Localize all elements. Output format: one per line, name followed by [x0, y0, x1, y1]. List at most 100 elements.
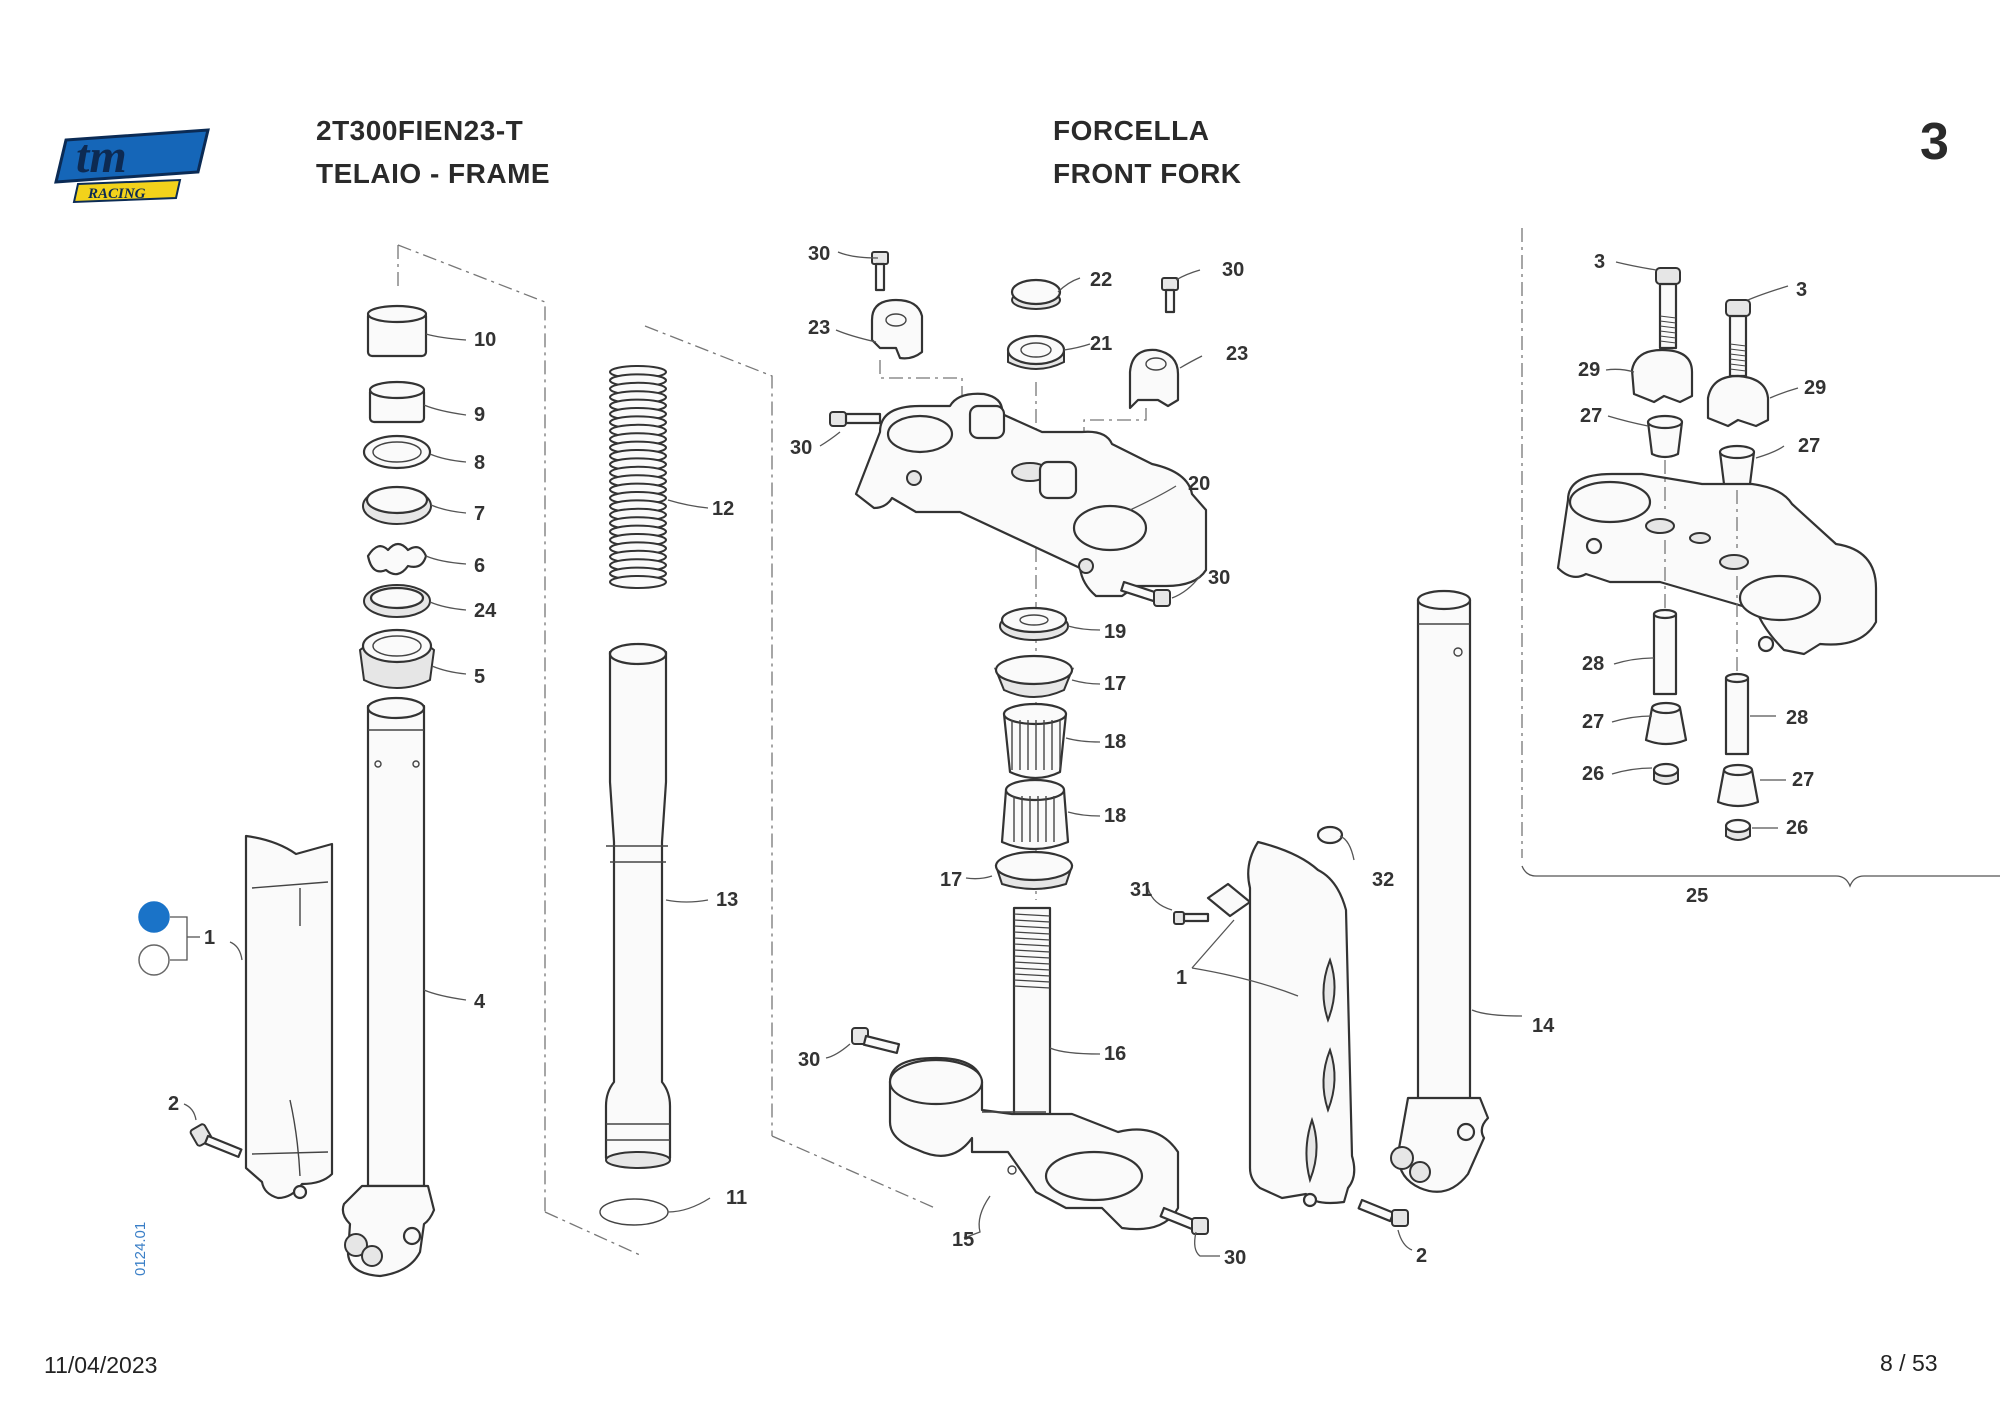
part-1-fork-guard-right: [1247, 840, 1356, 1208]
kit-callout-29-right: 29: [1804, 377, 1826, 399]
callout-labels: 10 9 8 7 6 24 5 4 1 2 12 13 11 30 22 30 …: [168, 243, 1826, 1269]
footer-date: 11/04/2023: [44, 1352, 158, 1378]
kit-callout-27-c: 27: [1582, 711, 1604, 733]
part-22-cap: [1010, 278, 1062, 310]
left-assembly-dash-lines: [397, 244, 641, 1256]
part-15-lower-triple-clamp: [888, 1056, 1180, 1231]
kit-callout-29-left: 29: [1578, 359, 1600, 381]
model-code: 2T300FIEN23-T: [316, 115, 524, 146]
kit-callout-3-right: 3: [1796, 279, 1807, 301]
callout-18-b: 18: [1104, 805, 1126, 827]
part-23-clamp-left: [870, 298, 924, 360]
callout-30-e: 30: [798, 1049, 820, 1071]
callout-8: 8: [474, 452, 485, 474]
kit-part-26-nut-a: [1652, 762, 1680, 785]
color-swatch-white: [138, 944, 170, 976]
section-name: TELAIO - FRAME: [316, 158, 551, 189]
callout-11: 11: [726, 1187, 747, 1209]
callout-13: 13: [716, 889, 738, 911]
kit-callout-26-a: 26: [1582, 763, 1604, 785]
callout-6: 6: [474, 555, 485, 577]
part-31-screw: [1173, 911, 1210, 925]
kit-callout-25: 25: [1686, 885, 1708, 907]
callout-32: 32: [1372, 869, 1394, 891]
kit-part-26-nut-b: [1724, 818, 1752, 841]
part-10-bushing: [366, 304, 428, 358]
svg-text:RACING: RACING: [87, 186, 146, 202]
part-30-bolt-f: [1159, 1206, 1209, 1235]
part-30-bolt-d: [1120, 580, 1171, 607]
kit-part-28-spacer-b: [1724, 676, 1750, 756]
callout-9: 9: [474, 404, 485, 426]
kit-callout-26-b: 26: [1786, 817, 1808, 839]
kit-part-27-rubber-a: [1646, 420, 1684, 459]
kit-part-27-rubber-d: [1716, 768, 1760, 808]
part-12-spring: [609, 325, 936, 1209]
part-14-fork-tube-right: [1390, 589, 1490, 1193]
callout-2-right: 2: [1416, 1245, 1427, 1267]
part-6-clip: [366, 542, 428, 576]
callout-19: 19: [1104, 621, 1126, 643]
kit-callout-27-a: 27: [1580, 405, 1602, 427]
part-17-bearing-race-upper: [993, 654, 1075, 698]
callout-21: 21: [1090, 333, 1112, 355]
part-20-upper-triple-clamp: [854, 392, 1208, 598]
kit-part-3-bolt-right: [1725, 299, 1751, 378]
kit-callout-28-a: 28: [1582, 653, 1604, 675]
kit-25-box: [1521, 228, 2000, 888]
part-16-steering-stem: [1012, 906, 1052, 1146]
part-2-bolt-right: [1357, 1198, 1409, 1227]
callout-30-c: 30: [790, 437, 812, 459]
part-30-bolt-b: [1161, 277, 1179, 314]
callout-17-b: 17: [940, 869, 962, 891]
callout-1-left: 1: [204, 927, 215, 949]
part-2-bolt-left: [189, 1123, 243, 1159]
kit-callout-28-b: 28: [1786, 707, 1808, 729]
callout-30-a: 30: [808, 243, 830, 265]
callout-23-a: 23: [808, 317, 830, 339]
page-index: 3: [1920, 113, 1950, 171]
part-17-bearing-race-lower: [994, 850, 1074, 890]
part-7-seal: [362, 485, 432, 525]
callout-31: 31: [1130, 879, 1152, 901]
kit-callout-27-b: 27: [1798, 435, 1820, 457]
part-1-fork-guard-left: [244, 834, 334, 1200]
part-18-bearing-lower: [1000, 778, 1070, 851]
callout-23-b: 23: [1226, 343, 1248, 365]
part-9-bushing: [368, 380, 426, 424]
footer-pagination: 8 / 53: [1880, 1350, 1938, 1376]
part-30-bolt-c: [829, 411, 882, 427]
drawing-reference: 0124.01: [132, 1222, 149, 1276]
callout-16: 16: [1104, 1043, 1126, 1065]
part-4-fork-tube: [341, 696, 436, 1278]
callout-20: 20: [1188, 473, 1210, 495]
part-5-dust-seal: [358, 628, 436, 689]
callout-30-f: 30: [1224, 1247, 1246, 1269]
callout-1-right: 1: [1176, 967, 1187, 989]
kit-part-27-rubber-c: [1644, 706, 1688, 746]
kit-callout-3-left: 3: [1594, 251, 1605, 273]
kit-part-28-spacer-a: [1652, 612, 1678, 696]
callout-15: 15: [952, 1229, 974, 1251]
callout-12: 12: [712, 498, 734, 520]
callout-4: 4: [474, 991, 486, 1013]
callout-30-b: 30: [1222, 259, 1244, 281]
callout-2-left: 2: [168, 1093, 179, 1115]
color-swatch-blue: [138, 901, 170, 933]
part-11-circlip: [599, 1198, 669, 1226]
kit-part-29-clamp-left: [1630, 348, 1694, 404]
part-30-bolt-a: [871, 251, 889, 292]
kit-triple-clamp: [1556, 472, 1878, 656]
kit-part-29-clamp-right: [1706, 374, 1770, 428]
callout-14: 14: [1532, 1015, 1555, 1037]
part-21-nut: [1006, 334, 1066, 370]
part-13-outer-tube: [604, 642, 672, 1169]
part-32-washer: [1316, 825, 1344, 845]
leader-lines: [183, 251, 1799, 1257]
kit-part-3-bolt-left: [1655, 267, 1681, 350]
page-title-english: FRONT FORK: [1053, 158, 1242, 189]
part-19-washer: [999, 606, 1069, 641]
part-18-bearing-upper: [1002, 702, 1068, 780]
part-8-washer: [362, 434, 432, 470]
